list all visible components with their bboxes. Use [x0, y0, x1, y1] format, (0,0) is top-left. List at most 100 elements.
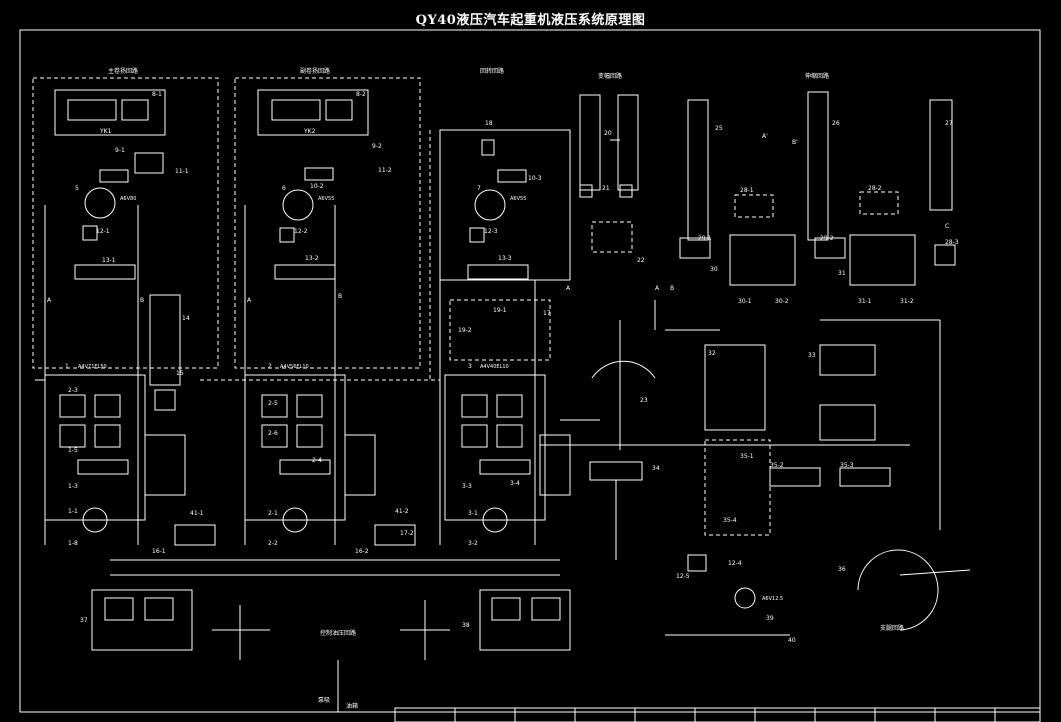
svg-text:35-4: 35-4	[723, 517, 737, 524]
svg-text:27: 27	[945, 120, 953, 127]
svg-text:36: 36	[838, 566, 846, 573]
footer-tank: 油箱	[346, 702, 358, 710]
svg-text:1: 1	[65, 363, 69, 370]
svg-text:13-3: 13-3	[498, 255, 512, 262]
svg-text:26: 26	[832, 120, 840, 127]
label-telescoping: 伸缩回路	[805, 72, 829, 80]
slewing-pump	[482, 507, 508, 533]
label-slewing: 回转回路	[480, 67, 504, 75]
svg-text:16-1: 16-1	[152, 548, 166, 555]
svg-text:14: 14	[182, 315, 190, 322]
aux-hoist-motor	[282, 189, 314, 221]
svg-text:28-2: 28-2	[868, 185, 882, 192]
diagram-title: QY40液压汽车起重机液压系统原理图	[415, 13, 646, 28]
title-block	[394, 707, 1041, 722]
footer-pump-suction: 泵吸	[318, 697, 330, 704]
slewing-motor	[474, 189, 506, 221]
svg-text:1-3: 1-3	[68, 483, 78, 490]
svg-text:A: A	[566, 285, 571, 292]
motor-3-label: A6V55	[510, 196, 526, 202]
svg-text:16-2: 16-2	[355, 548, 369, 555]
pump-2-label: A4V56EL10	[280, 364, 309, 370]
svg-text:35-3: 35-3	[840, 462, 854, 469]
svg-text:13-1: 13-1	[102, 257, 116, 264]
valve-yk1-label: YK1	[99, 128, 112, 135]
svg-text:32: 32	[708, 350, 716, 357]
main-hoist-boundary	[32, 77, 219, 369]
svg-text:2-4: 2-4	[312, 457, 322, 464]
label-aux-hoist: 副卷扬回路	[300, 67, 330, 75]
svg-text:11-2: 11-2	[378, 167, 392, 174]
svg-text:2: 2	[268, 363, 272, 370]
svg-text:30-2: 30-2	[775, 298, 789, 305]
svg-text:19-2: 19-2	[458, 327, 472, 334]
svg-text:B': B'	[792, 139, 798, 146]
svg-text:19-1: 19-1	[493, 307, 507, 314]
motor-2-label: A6V55	[318, 196, 334, 202]
svg-text:35-1: 35-1	[740, 453, 754, 460]
svg-text:28-3: 28-3	[945, 239, 959, 246]
label-control-oil: 控制油压回路	[320, 629, 356, 637]
svg-text:A: A	[655, 285, 660, 292]
svg-text:12-5: 12-5	[676, 573, 690, 580]
svg-text:29-2: 29-2	[820, 235, 834, 242]
svg-text:2-6: 2-6	[268, 430, 278, 437]
main-hoist-control-box	[54, 89, 166, 136]
label-main-hoist: 主卷扬回路	[108, 67, 138, 75]
label-luffing: 变幅回路	[598, 72, 622, 80]
svg-text:12-4: 12-4	[728, 560, 742, 567]
svg-text:30-1: 30-1	[738, 298, 752, 305]
luffing-circuit: 变幅回路 20 21 22 A A B 23	[560, 72, 674, 421]
outrigger-circuit: 32 33 35-1 35-4 35-2 35-3 34 36 支腿回路	[589, 344, 971, 632]
luffing-gauge	[591, 360, 656, 379]
svg-text:29-1: 29-1	[698, 235, 712, 242]
svg-text:13-2: 13-2	[305, 255, 319, 262]
svg-text:35-2: 35-2	[770, 462, 784, 469]
valve-yk2-label: YK2	[303, 128, 316, 135]
svg-text:38: 38	[462, 622, 470, 629]
main-hoist-circuit: 主卷扬回路 8-1 YK1 9-1 11-1 5 A6V80 12-1 13-1…	[32, 67, 219, 555]
main-hoist-motor	[84, 187, 116, 219]
svg-text:3-1: 3-1	[468, 510, 478, 517]
pump-4-symbol	[734, 587, 756, 609]
svg-text:A: A	[247, 297, 252, 304]
svg-text:B: B	[670, 285, 674, 292]
svg-text:12-3: 12-3	[484, 228, 498, 235]
svg-text:17: 17	[543, 310, 551, 317]
svg-text:1-5: 1-5	[68, 447, 78, 454]
svg-text:A: A	[47, 297, 52, 304]
svg-text:6: 6	[282, 185, 286, 192]
telescoping-circuit: 伸缩回路 25 A' 26 B' 27 C 28-1 28-2 29-1 30 …	[679, 72, 959, 305]
interconnect-lines	[35, 130, 941, 576]
svg-text:2-3: 2-3	[68, 387, 78, 394]
drawing-frame	[19, 29, 1041, 713]
svg-text:3: 3	[468, 363, 472, 370]
svg-text:10-3: 10-3	[528, 175, 542, 182]
svg-text:30: 30	[710, 266, 718, 273]
svg-text:8-1: 8-1	[152, 91, 162, 98]
svg-text:1-8: 1-8	[68, 540, 78, 547]
svg-text:11-1: 11-1	[175, 168, 189, 175]
svg-text:34: 34	[652, 465, 660, 472]
outrigger-selector-dial	[857, 549, 939, 631]
svg-text:9-1: 9-1	[115, 147, 125, 154]
pump-3-label: A4V40EL10	[480, 364, 509, 370]
svg-text:20: 20	[604, 130, 612, 137]
svg-text:12-1: 12-1	[96, 228, 110, 235]
svg-text:3-2: 3-2	[468, 540, 478, 547]
svg-text:17-2: 17-2	[400, 530, 414, 537]
svg-text:31: 31	[838, 270, 846, 277]
svg-text:2-5: 2-5	[268, 400, 278, 407]
svg-text:7: 7	[477, 185, 481, 192]
svg-text:2-2: 2-2	[268, 540, 278, 547]
svg-text:1-1: 1-1	[68, 508, 78, 515]
motor-1-label: A6V80	[120, 196, 136, 202]
svg-text:33: 33	[808, 352, 816, 359]
svg-text:2-1: 2-1	[268, 510, 278, 517]
svg-text:21: 21	[602, 185, 610, 192]
svg-text:A': A'	[762, 133, 768, 140]
svg-text:B: B	[140, 297, 144, 304]
svg-text:15: 15	[176, 370, 184, 377]
